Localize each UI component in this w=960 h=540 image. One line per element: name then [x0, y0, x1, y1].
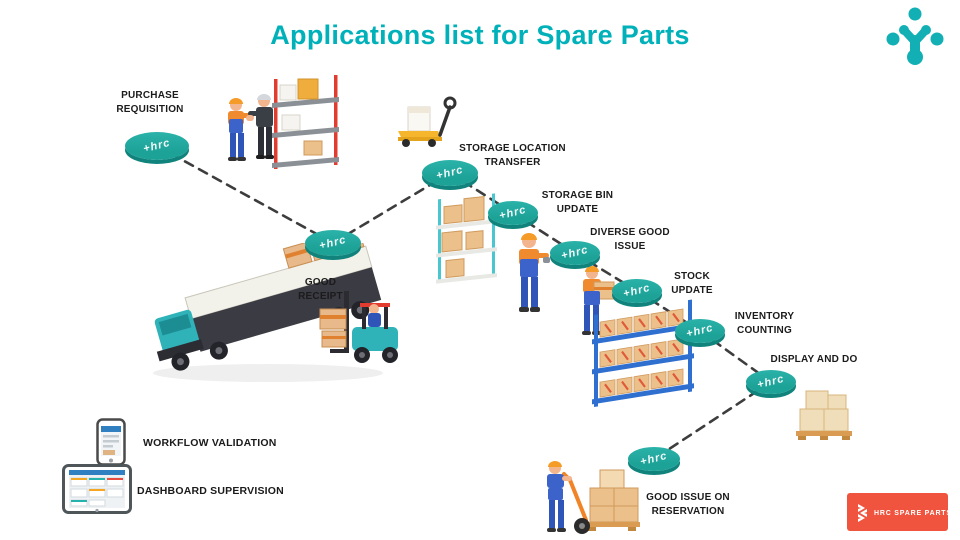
blue-rack-illustration [592, 299, 694, 408]
pallet-jack-illustration [398, 96, 457, 147]
handtruck-worker-illustration [547, 461, 640, 534]
label-inventory-counting: INVENTORY COUNTING [734, 311, 795, 336]
tablet-dashboard-icon [62, 464, 132, 514]
label-good-issue-on-reservation: GOOD ISSUE ON RESERVATION [646, 492, 730, 517]
node-inventory-counting: +hrc [675, 319, 725, 343]
node-storage-location-transfer: +hrc [422, 160, 478, 186]
node-purchase-requisition: +hrc [125, 132, 189, 160]
badge-text: HRC SPARE PARTS [874, 510, 950, 517]
label-purchase-requisition: PURCHASE REQUISITION [116, 90, 184, 115]
node-app-text: +hrc [498, 203, 528, 223]
pallet-boxes-illustration [796, 390, 852, 440]
node-app-text: +hrc [685, 321, 715, 341]
label-diverse-good-issue: DIVERSE GOOD ISSUE [590, 227, 670, 252]
node-good-receipt: +hrc [305, 230, 361, 256]
worker-scanner-illustration [519, 233, 550, 312]
node-good-issue-on-reservation: +hrc [628, 447, 680, 471]
node-app-text: +hrc [622, 281, 652, 301]
label-stock-update: STOCK UPDATE [671, 271, 713, 296]
label-storage-location-transfer: STORAGE LOCATION TRANSFER [459, 143, 566, 168]
label-storage-bin-update: STORAGE BIN UPDATE [541, 190, 614, 215]
page-title: Applications list for Spare Parts [270, 20, 690, 50]
label-display-and-do: DISPLAY AND DO [770, 354, 858, 365]
label-workflow-validation: WORKFLOW VALIDATION [143, 437, 277, 449]
smartphone-icon [96, 418, 126, 466]
node-display-and-do: +hrc [746, 370, 796, 394]
truck-forklift-illustration [153, 243, 398, 382]
label-dashboard-supervision: DASHBOARD SUPERVISION [137, 485, 284, 497]
teal-shelf-illustration [436, 193, 497, 284]
hrc-spare-parts-badge: HRC SPARE PARTS [847, 493, 950, 531]
hrc-molecule-logo-icon [886, 7, 944, 65]
handshake-warehouse-illustration [228, 75, 339, 169]
node-app-text: +hrc [318, 233, 348, 253]
node-diverse-good-issue: +hrc [550, 241, 600, 265]
node-app-text: +hrc [756, 372, 786, 392]
node-app-text: +hrc [142, 136, 172, 156]
label-good-receipt: GOOD RECEIPT [298, 277, 343, 302]
node-storage-bin-update: +hrc [488, 201, 538, 225]
node-stock-update: +hrc [612, 279, 662, 303]
node-app-text: +hrc [639, 449, 669, 469]
